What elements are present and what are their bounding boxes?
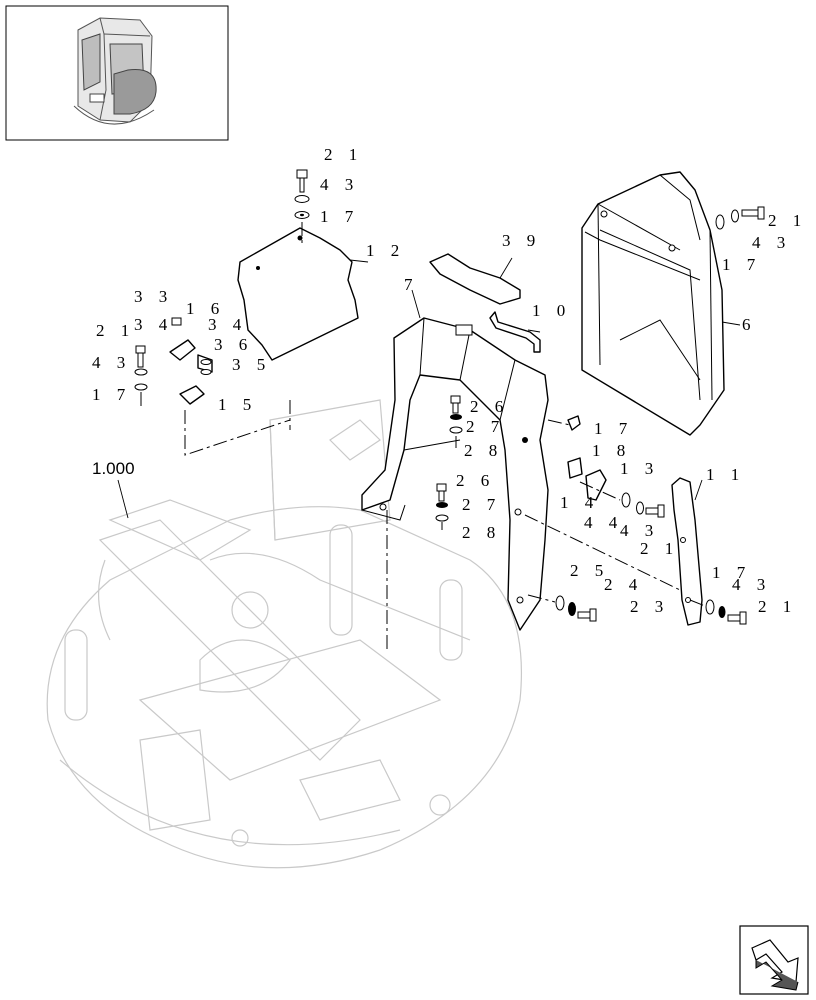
cab-thumbnail-icon[interactable]: [5, 5, 229, 141]
callout-label: 1 1: [706, 465, 745, 484]
hardware-right-stack[interactable]: [715, 206, 765, 230]
callout-label: 4 3: [752, 233, 791, 252]
callout-label: 3 3: [134, 287, 173, 306]
callout-label: 2 6: [456, 471, 495, 490]
callout-label: 2 6: [470, 397, 509, 416]
callout-label: 2 1: [640, 539, 679, 558]
base-frame-context: [46, 399, 523, 869]
callout-label: 4 3: [320, 175, 359, 194]
callout-label: 2 8: [462, 523, 501, 542]
hardware-bottom-right-stack[interactable]: [705, 599, 747, 625]
callout-label: 1 8: [592, 441, 631, 460]
hinge-assembly-15-16[interactable]: [169, 317, 213, 405]
next-page-arrow-icon[interactable]: [739, 925, 809, 995]
assembly-reference-label: 1.000: [92, 459, 135, 478]
part-11-strip[interactable]: [671, 477, 703, 626]
callout-label: 1 4: [560, 493, 599, 512]
hardware-lower-stack-26-28[interactable]: [435, 483, 449, 522]
callout-label: 2 1: [96, 321, 135, 340]
part-39-bracket[interactable]: [429, 253, 521, 305]
callout-label: 3 9: [502, 231, 541, 250]
callout-label: 1 7: [712, 563, 751, 582]
callout-label: 1 3: [620, 459, 659, 478]
callout-label: 1 6: [186, 299, 225, 318]
part-7-frame-pillar[interactable]: [361, 317, 549, 631]
callout-label: 1 7: [722, 255, 761, 274]
callout-label: 1 2: [366, 241, 405, 260]
callout-label: 1 7: [594, 419, 633, 438]
callout-label: 2 7: [462, 495, 501, 514]
callout-label: 2 7: [466, 417, 505, 436]
callout-label: 7: [404, 275, 419, 294]
callout-label: 4 3: [92, 353, 131, 372]
callout-label: 2 8: [464, 441, 503, 460]
part-6-rear-panel[interactable]: [581, 171, 725, 436]
callout-label: 3 4: [208, 315, 247, 334]
callout-label: 4 4: [584, 513, 623, 532]
latch-13-14-18[interactable]: [567, 415, 665, 518]
callout-label: 2 5: [570, 561, 609, 580]
hardware-left-stack[interactable]: [134, 345, 148, 391]
callout-label: 1 7: [320, 207, 359, 226]
callout-label: 4 3: [620, 521, 659, 540]
part-10-rod[interactable]: [489, 311, 541, 353]
hardware-top-stack[interactable]: [294, 169, 310, 219]
leader-lines: [117, 257, 741, 519]
callout-label: 1 7: [92, 385, 131, 404]
callout-label: 3 5: [232, 355, 271, 374]
callout-labels: 2 1 4 3 1 7 1 2 3 9 7 1 0 2 1 4 3 1 7 6 …: [92, 145, 807, 616]
assembly-lines: [140, 222, 706, 650]
callout-label: 4 3: [732, 575, 771, 594]
part-12-cover-plate[interactable]: [237, 227, 359, 361]
callout-label: 2 3: [630, 597, 669, 616]
hardware-bottom-stack-23-25[interactable]: [555, 595, 597, 622]
callout-label: 1 5: [218, 395, 257, 414]
callout-label: 2 1: [324, 145, 363, 164]
callout-label: 3 6: [214, 335, 253, 354]
callout-label: 2 1: [768, 211, 807, 230]
callout-label: 3 4: [134, 315, 173, 334]
callout-label: 2 1: [758, 597, 797, 616]
callout-label: 1 0: [532, 301, 571, 320]
callout-label: 2 4: [604, 575, 643, 594]
callout-label: 6: [742, 315, 757, 334]
hardware-mid-stack-26-28[interactable]: [449, 395, 463, 434]
